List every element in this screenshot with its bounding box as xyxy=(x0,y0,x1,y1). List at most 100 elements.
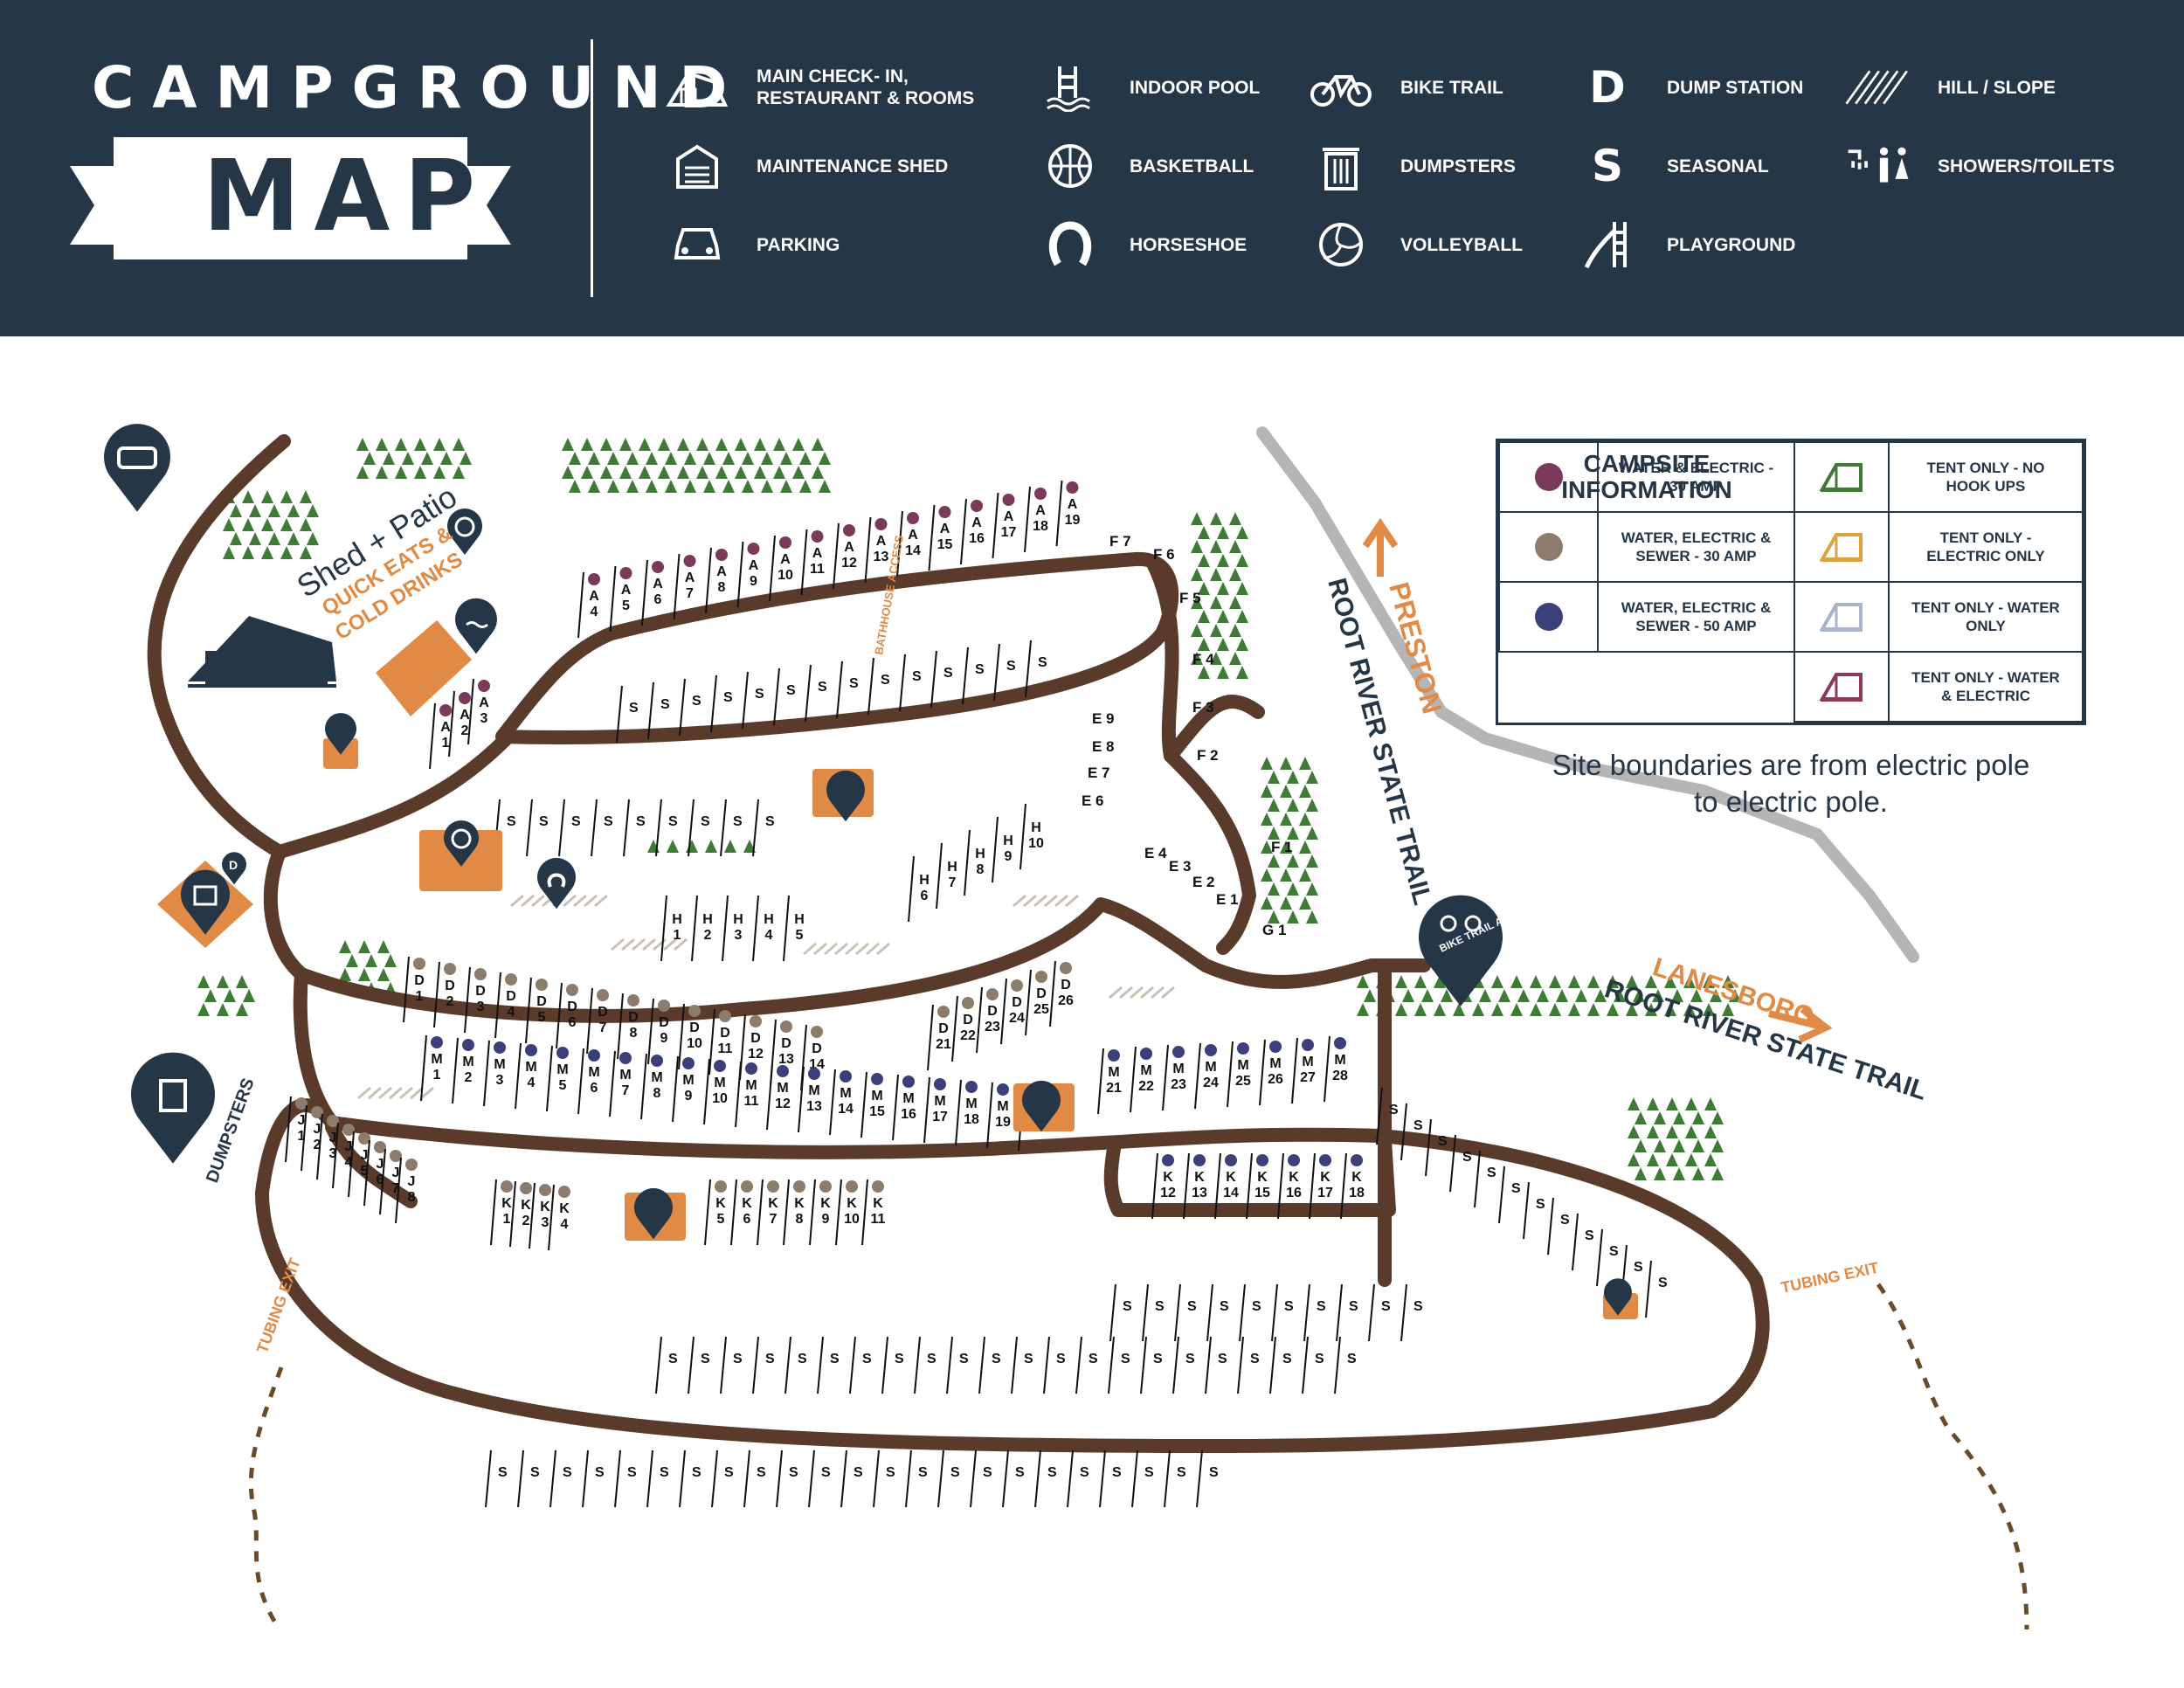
seasonal-site: S xyxy=(983,1465,992,1480)
campsite-info-table: CAMPSITE INFORMATION WATER & ELECTRIC - … xyxy=(1496,439,2086,725)
campsite: K4 xyxy=(548,1184,570,1251)
site-number: 1 xyxy=(442,736,450,751)
site-letter: H xyxy=(919,873,930,888)
tent-site-label: E 6 xyxy=(1082,792,1104,809)
tree xyxy=(696,466,708,479)
tent-description: TENT ONLY - NO HOOK UPS xyxy=(1888,441,2084,513)
tree xyxy=(280,490,293,503)
seasonal-site: S xyxy=(1250,1352,1260,1366)
tree xyxy=(722,480,735,493)
site-letter: M xyxy=(1205,1060,1216,1075)
site-letter: K xyxy=(1289,1170,1299,1185)
campsite: M16 xyxy=(892,1074,916,1141)
site-letter: D xyxy=(414,973,425,988)
tree xyxy=(230,504,242,517)
site-letter: M xyxy=(651,1070,662,1085)
campsite: J6 xyxy=(363,1139,386,1207)
tree xyxy=(1491,975,1503,988)
tree xyxy=(1587,1003,1600,1016)
tree xyxy=(1229,540,1241,553)
seasonal-site: S xyxy=(1024,1352,1033,1366)
tree xyxy=(792,438,805,451)
tree xyxy=(433,466,446,479)
tree xyxy=(339,940,351,953)
horseshoe-icon xyxy=(1035,218,1105,271)
campsite: D3 xyxy=(464,966,487,1034)
tree xyxy=(1280,896,1292,910)
site-letter: K xyxy=(768,1196,778,1211)
tree xyxy=(1664,1003,1676,1016)
bicycle-icon xyxy=(1306,61,1376,114)
seasonal-site: S xyxy=(1185,1352,1195,1366)
tree xyxy=(703,480,715,493)
tree xyxy=(1729,989,1741,1002)
site-letter: D xyxy=(1061,978,1071,993)
site-letter: J xyxy=(345,1139,353,1154)
site-letter: M xyxy=(682,1073,694,1088)
site-number: 16 xyxy=(969,531,985,546)
site-letter: M xyxy=(1302,1055,1313,1069)
tree xyxy=(243,989,255,1002)
campsite: J8 xyxy=(395,1157,418,1224)
campsite: D2 xyxy=(433,961,456,1028)
tree xyxy=(1357,975,1369,988)
seasonal-site: S xyxy=(692,1465,702,1480)
tree xyxy=(1236,666,1248,679)
tree xyxy=(1711,1167,1724,1180)
seasonal-site: S xyxy=(927,1352,936,1366)
tree xyxy=(1703,975,1715,988)
tree xyxy=(376,466,388,479)
site-letter: M xyxy=(965,1097,977,1111)
tree xyxy=(1575,989,1587,1002)
campsite: K6 xyxy=(730,1179,753,1246)
seasonal-site: S xyxy=(992,1352,1001,1366)
site-number: 6 xyxy=(743,1212,751,1227)
campsite: H2 xyxy=(691,895,713,962)
tree xyxy=(812,438,824,451)
tent-site-label: E 9 xyxy=(1092,710,1115,727)
site-number: 6 xyxy=(654,592,662,607)
arrow-up-icon xyxy=(1362,517,1399,577)
tree xyxy=(1280,813,1292,826)
tree xyxy=(1229,652,1241,665)
campsite: M13 xyxy=(798,1066,822,1133)
site-letter: J xyxy=(361,1148,369,1163)
site-number: 5 xyxy=(717,1212,725,1227)
campsite: J1 xyxy=(285,1096,308,1163)
campsite: M27 xyxy=(1291,1037,1316,1104)
site-number: 26 xyxy=(1058,993,1074,1008)
seasonal-site: S xyxy=(1187,1299,1197,1314)
legend-playground: PLAYGROUND xyxy=(1572,218,1894,271)
seasonal-site: S xyxy=(1123,1299,1132,1314)
slope-hatch xyxy=(1119,986,1133,1000)
tree xyxy=(1217,526,1229,539)
seasonal-site: S xyxy=(1658,1276,1668,1290)
site-letter: A xyxy=(440,720,451,735)
seasonal-site: S xyxy=(723,690,733,705)
tree xyxy=(754,438,766,451)
seasonal-site: S xyxy=(563,1465,572,1480)
tree xyxy=(307,532,319,545)
campsite: M23 xyxy=(1162,1044,1186,1111)
tree xyxy=(1434,975,1446,988)
seasonal-site: S xyxy=(1634,1260,1643,1275)
slope-hatch xyxy=(368,1086,382,1100)
tree xyxy=(1306,882,1318,896)
hookup-description: WATER & ELECTRIC - 30 AMP xyxy=(1597,441,1795,513)
seasonal-site: S xyxy=(733,1352,743,1366)
tree xyxy=(1261,868,1273,882)
tree xyxy=(780,452,792,465)
tree-clusters xyxy=(197,438,1741,1180)
legend-label: DUMPSTERS xyxy=(1400,156,1516,176)
seasonal-site: S xyxy=(1560,1213,1570,1228)
tree xyxy=(1614,989,1626,1002)
campsite: M9 xyxy=(672,1055,695,1123)
tree xyxy=(626,452,639,465)
site-number: 13 xyxy=(806,1099,822,1114)
seasonal-site: S xyxy=(660,697,670,712)
site-letter: D xyxy=(750,1031,761,1046)
campsite: J4 xyxy=(332,1122,355,1189)
seasonal-site: S xyxy=(757,1465,766,1480)
site-number: 6 xyxy=(569,1015,577,1030)
seasonal-site: S xyxy=(798,1352,807,1366)
